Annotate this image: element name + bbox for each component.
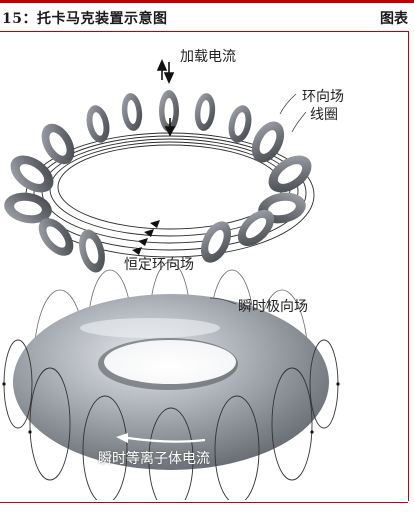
figure-header: 15：托卡马克装置示意图 图表 — [0, 4, 414, 30]
label-constant-toroidal-field: 恒定环向场 — [124, 257, 194, 273]
label-load-current: 加载电流 — [180, 49, 236, 65]
coil-back-row — [86, 93, 252, 143]
label-toroidal-field: 环向场 — [302, 89, 344, 105]
torus-highlight — [80, 318, 220, 338]
poloidal-label-leader — [209, 297, 237, 305]
poloidal-loops-front — [3, 339, 339, 500]
center-coil — [159, 90, 179, 132]
label-instant-poloidal-field: 瞬时极向场 — [238, 299, 308, 315]
label-instant-plasma-current: 瞬时等离子体电流 — [98, 451, 210, 467]
right-border — [408, 31, 409, 501]
torus-hole — [104, 340, 236, 384]
label-leaders — [279, 93, 307, 133]
constant-field-arrows — [132, 220, 160, 255]
figure-title: 15：托卡马克装置示意图 — [2, 11, 168, 27]
plasma-current-arrow — [116, 433, 206, 443]
poloidal-field-markers — [2, 382, 340, 434]
tokamak-diagram — [2, 59, 340, 500]
top-accent-bar — [0, 0, 414, 3]
load-current-arrows — [156, 59, 176, 137]
header-rule — [0, 31, 408, 32]
bottom-rule — [0, 502, 408, 503]
coil-side-row — [4, 121, 312, 224]
plasma-torus-assembly — [2, 261, 340, 500]
coil-front-row — [38, 209, 275, 273]
figure-tag: 图表 — [380, 11, 408, 27]
toroidal-coil-assembly — [4, 59, 315, 273]
label-coil: 线圈 — [310, 107, 338, 123]
